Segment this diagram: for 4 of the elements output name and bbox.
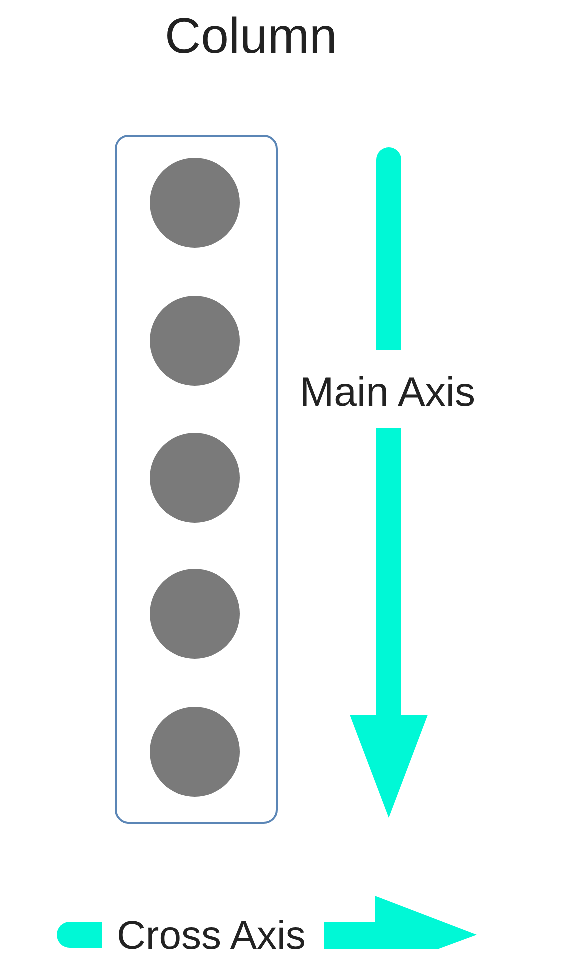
axis-label: Main Axis bbox=[300, 372, 476, 413]
axis-label: Cross Axis bbox=[117, 916, 306, 956]
diagram-title: Column bbox=[165, 11, 338, 61]
container-box bbox=[115, 135, 278, 824]
